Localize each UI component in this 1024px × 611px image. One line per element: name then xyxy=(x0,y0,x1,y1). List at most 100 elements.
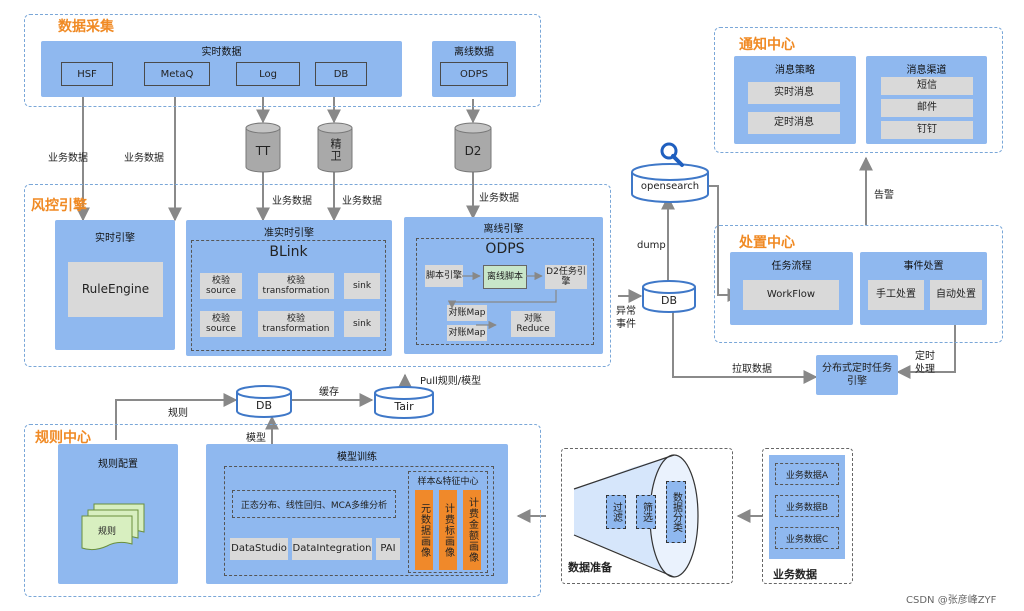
message-channel-title: 消息渠道 xyxy=(906,65,947,76)
source-hsf: HSF xyxy=(61,62,113,86)
search-icon xyxy=(660,142,684,167)
rule-center-group: 规则中心 xyxy=(24,424,541,597)
offline-data-panel: 离线数据 ODPS xyxy=(432,41,516,97)
step-select: 筛选 xyxy=(636,495,656,529)
arrow-autohandle-to-scheduler xyxy=(896,313,956,379)
watermark: CSDN @张彦峰ZYF xyxy=(906,595,997,606)
label-pull-rules: Pull规则/模型 xyxy=(420,376,482,387)
near-realtime-engine-panel: 准实时引擎 BLink 校验source 校验transformation si… xyxy=(186,220,392,356)
blink-container: BLink 校验source 校验transformation sink 校验s… xyxy=(191,240,386,351)
data-prep-group: 过滤 筛选 数据分类 数据准备 xyxy=(561,448,733,584)
biz-data-title: 业务数据 xyxy=(773,568,817,581)
model-training-panel: 模型训练 正态分布、线性回归、MCA多维分析 DataStudio DataIn… xyxy=(206,444,508,584)
model-training-title: 模型训练 xyxy=(337,452,377,463)
algorithms-box: 正态分布、线性回归、MCA多维分析 xyxy=(232,490,396,518)
auto-handle: 自动处置 xyxy=(930,280,982,310)
source-metaq: MetaQ xyxy=(144,62,210,86)
label-biz-data-1: 业务数据 xyxy=(48,153,88,164)
blink-sink-1: sink xyxy=(344,273,380,299)
arrow-db-pull xyxy=(672,310,818,384)
d2-cylinder xyxy=(454,127,492,173)
distributed-scheduler: 分布式定时任务引擎 xyxy=(816,355,898,395)
tool-datastudio: DataStudio xyxy=(230,538,288,560)
arrow-opensearch-to-workflow xyxy=(708,185,742,302)
offline-data-title: 离线数据 xyxy=(454,47,494,58)
odps-container: ODPS 脚本引擎 离线脚本 D2任务引擎 对账Map 对账Map 对账Redu… xyxy=(416,238,594,345)
label-rules: 规则 xyxy=(168,408,188,419)
label-anomaly: 异常事件 xyxy=(616,306,636,330)
label-pull-data: 拉取数据 xyxy=(732,364,772,375)
label-biz-data-3: 业务数据 xyxy=(272,196,312,207)
db-left-label: DB xyxy=(255,398,273,412)
message-strategy-panel: 消息策略 实时消息 定时消息 xyxy=(734,56,856,144)
step-classify: 数据分类 xyxy=(666,481,686,543)
db-right-cylinder xyxy=(642,287,696,313)
script-engine-box: 脚本引擎 xyxy=(425,265,463,287)
task-flow-title: 任务流程 xyxy=(771,261,812,272)
realtime-data-title: 实时数据 xyxy=(201,47,242,58)
data-collection-group: 数据采集 xyxy=(24,14,541,107)
tair-label: Tair xyxy=(394,399,414,413)
jingwei-label: 精卫 xyxy=(329,138,342,162)
label-timed: 定时处理 xyxy=(915,351,935,375)
feature-metadata-profile: 元数据画像 xyxy=(415,490,433,570)
manual-handle: 手工处置 xyxy=(868,280,924,310)
biz-data-c: 业务数据C xyxy=(775,527,839,549)
notify-center-title: 通知中心 xyxy=(739,37,795,53)
rule-center-title: 规则中心 xyxy=(35,430,91,446)
source-log: Log xyxy=(236,62,300,86)
channel-email: 邮件 xyxy=(881,99,973,117)
label-biz-data-4: 业务数据 xyxy=(342,196,382,207)
document-stack-icon xyxy=(81,503,145,551)
label-cache: 缓存 xyxy=(319,387,339,398)
rule-doc-label: 规则 xyxy=(97,527,116,537)
channel-sms: 短信 xyxy=(881,77,973,95)
arrow-rule-to-db xyxy=(115,393,238,440)
db-right-label: DB xyxy=(660,293,678,307)
biz-data-a: 业务数据A xyxy=(775,463,839,485)
reconcile-map-1: 对账Map xyxy=(447,305,487,321)
rule-config-title: 规则配置 xyxy=(98,459,138,470)
realtime-data-panel: 实时数据 HSF MetaQ Log DB xyxy=(41,41,402,97)
jingwei-cylinder xyxy=(317,127,353,173)
blink-source-1: 校验source xyxy=(200,273,242,299)
event-handle-panel: 事件处置 手工处置 自动处置 xyxy=(860,252,987,325)
biz-data-panel: 业务数据A 业务数据B 业务数据C xyxy=(769,455,845,559)
feature-center-title: 样本&特征中心 xyxy=(417,477,479,487)
data-collection-title: 数据采集 xyxy=(58,19,114,35)
blink-transformation-1: 校验transformation xyxy=(258,273,334,299)
tt-cylinder xyxy=(245,127,281,173)
channel-dingtalk: 钉钉 xyxy=(881,121,973,139)
near-realtime-engine-title: 准实时引擎 xyxy=(264,228,314,239)
reconcile-reduce: 对账Reduce xyxy=(511,311,555,337)
rule-engine-box: RuleEngine xyxy=(68,262,163,317)
biz-data-group: 业务数据A 业务数据B 业务数据C 业务数据 xyxy=(762,448,853,584)
model-training-container xyxy=(224,466,494,576)
handle-center-title: 处置中心 xyxy=(739,235,795,251)
tt-label: TT xyxy=(255,144,271,158)
handle-center-group: 处置中心 xyxy=(714,225,1003,343)
blink-transformation-2: 校验transformation xyxy=(258,311,334,337)
db-left-cylinder xyxy=(236,392,292,418)
label-biz-data-5: 业务数据 xyxy=(479,193,519,204)
workflow-box: WorkFlow xyxy=(743,280,839,310)
blink-title: BLink xyxy=(269,244,308,260)
offline-engine-panel: 离线引擎 ODPS 脚本引擎 离线脚本 D2任务引擎 对账Map 对账Map 对… xyxy=(404,217,603,354)
source-db: DB xyxy=(315,62,367,86)
label-alert: 告警 xyxy=(874,190,894,201)
feature-amount-profile: 计费金额画像 xyxy=(463,490,481,570)
reconcile-map-2: 对账Map xyxy=(447,325,487,341)
rule-config-panel: 规则配置 规则 xyxy=(58,444,178,584)
realtime-engine-title: 实时引擎 xyxy=(95,233,135,244)
realtime-message: 实时消息 xyxy=(748,82,840,104)
risk-engine-title: 风控引擎 xyxy=(31,198,87,214)
feature-center-box: 样本&特征中心 元数据画像 计费标画像 计费金额画像 xyxy=(408,471,488,573)
notify-center-group: 通知中心 xyxy=(714,27,1003,153)
message-strategy-title: 消息策略 xyxy=(775,65,815,76)
task-flow-panel: 任务流程 WorkFlow xyxy=(730,252,853,325)
biz-data-b: 业务数据B xyxy=(775,495,839,517)
odps-title: ODPS xyxy=(485,241,525,257)
